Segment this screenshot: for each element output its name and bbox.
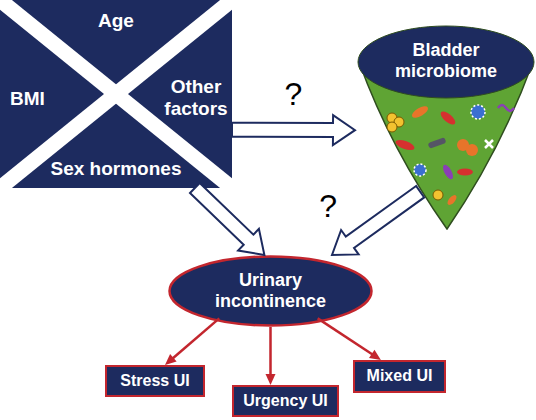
edge-label: ? [319,188,337,225]
funnel-top-ellipse [358,26,534,98]
node-text: Bladder microbiome [376,40,516,81]
node-text: Stress UI [120,372,189,390]
arrow-head [266,374,276,385]
hollow-arrow-shape [332,186,424,255]
hollow-arrow-shape [190,183,264,255]
type-box: Mixed UI [353,360,446,393]
hollow-arrow [190,183,264,255]
saltire-stripe [0,0,232,188]
arrow-shaft [173,318,220,358]
node-text: Other factors [160,76,232,120]
hollow-arrow [232,115,355,145]
saltire-stripe [0,0,232,188]
edge-label: ? [285,75,303,112]
flag-field [0,0,232,188]
node-text: Age [0,10,232,32]
outcome-ellipse-shape [170,257,372,326]
node-text: Sex hormones [0,158,232,180]
red-arrow [266,327,276,385]
arrow-shaft [269,327,272,375]
type-box: Stress UI [105,365,205,397]
node-text: Urgency UI [243,392,327,410]
hollow-arrow [332,186,424,255]
red-arrow [318,318,381,360]
outcome-ellipse: Urinary incontinence [168,255,373,327]
node-text: Mixed UI [367,367,433,385]
arrow-shaft [318,318,373,354]
arrow-head [165,354,177,365]
hollow-arrow-shape [232,115,355,145]
type-box: Urgency UI [232,385,339,417]
node-text: Urinary incontinence [206,270,336,311]
node-text: BMI [10,88,70,110]
factors-flag: AgeBMI Other factorsSex hormones [0,0,232,188]
microbiome-funnel: Bladder microbiome [355,20,536,232]
red-arrow [165,318,219,365]
arrow-head [369,350,381,360]
